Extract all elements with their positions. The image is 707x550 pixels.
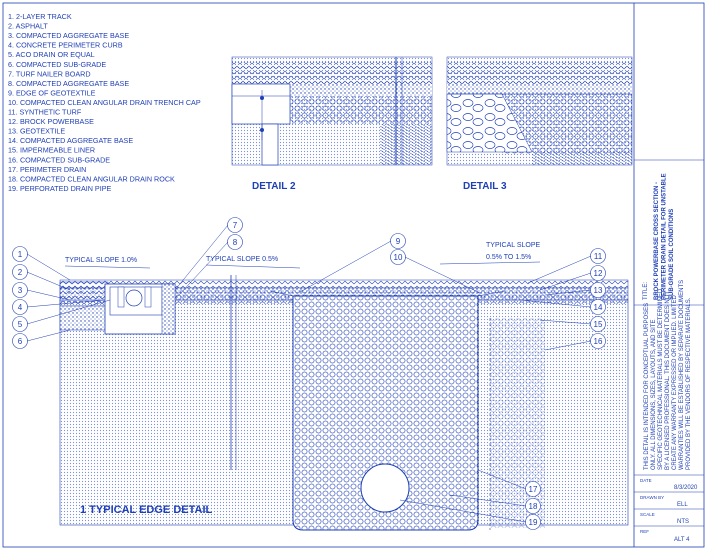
callout-number: 2 bbox=[18, 268, 23, 277]
callout-number: 7 bbox=[233, 221, 238, 230]
callout-number: 5 bbox=[18, 320, 23, 329]
ref-label: REF bbox=[640, 529, 649, 534]
callout-6: 6 bbox=[12, 329, 71, 349]
legend-item: 19. PERFORATED DRAIN PIPE bbox=[8, 184, 112, 193]
slope-label-c2: 0.5% TO 1.5% bbox=[486, 254, 531, 261]
callout-9: 9 bbox=[299, 233, 406, 293]
title-block: TITLE: BROCK POWERBASE CROSS SECTION -PE… bbox=[634, 159, 704, 543]
disclaimer: THIS DETAIL IS INTENDED FOR CONCEPTUAL P… bbox=[644, 280, 692, 470]
slope-label-b: TYPICAL SLOPE 0.5% bbox=[206, 256, 278, 263]
callout-number: 12 bbox=[594, 269, 603, 278]
legend-item: 6. COMPACTED SUB-GRADE bbox=[8, 60, 106, 69]
callout-1: 1 bbox=[12, 246, 71, 281]
legend-item: 2. ASPHALT bbox=[8, 22, 48, 31]
callout-number: 18 bbox=[529, 502, 538, 511]
legend-item: 15. IMPERMEABLE LINER bbox=[8, 146, 95, 155]
detail-2-label: DETAIL 2 bbox=[252, 181, 296, 192]
typical-edge-detail bbox=[59, 275, 629, 531]
detail-3-label: DETAIL 3 bbox=[463, 181, 507, 192]
callout-number: 6 bbox=[18, 337, 23, 346]
slope-label-a: TYPICAL SLOPE 1.0% bbox=[65, 257, 137, 264]
callout-14: 14 bbox=[519, 299, 606, 315]
callout-11: 11 bbox=[527, 248, 606, 284]
callout-17: 17 bbox=[477, 469, 541, 497]
legend-item: 12. BROCK POWERBASE bbox=[8, 117, 94, 126]
callout-number: 4 bbox=[18, 303, 23, 312]
legend-item: 16. COMPACTED SUB-GRADE bbox=[8, 155, 110, 164]
detail-3: DETAIL 3 bbox=[446, 56, 633, 192]
date-label: DATE bbox=[640, 478, 652, 483]
callout-15: 15 bbox=[539, 316, 606, 332]
callout-16: 16 bbox=[544, 333, 606, 351]
callout-number: 9 bbox=[396, 237, 401, 246]
callout-10: 10 bbox=[390, 249, 481, 294]
main-detail-label: 1 TYPICAL EDGE DETAIL bbox=[80, 504, 213, 516]
callout-number: 16 bbox=[594, 337, 603, 346]
callout-19: 19 bbox=[399, 499, 541, 530]
legend-item: 3. COMPACTED AGGREGATE BASE bbox=[8, 31, 129, 40]
legend-item: 11. SYNTHETIC TURF bbox=[8, 108, 82, 117]
callout-18: 18 bbox=[449, 494, 541, 514]
callout-number: 17 bbox=[529, 485, 538, 494]
callout-number: 14 bbox=[594, 303, 603, 312]
callout-3: 3 bbox=[12, 282, 71, 301]
callout-5: 5 bbox=[12, 299, 111, 332]
scale-label: SCALE bbox=[640, 512, 655, 517]
legend-item: 8. COMPACTED AGGREGATE BASE bbox=[8, 79, 129, 88]
callout-8: 8 bbox=[177, 234, 243, 297]
drawn-value: ELL bbox=[677, 502, 688, 508]
title-text: BROCK POWERBASE CROSS SECTION -PERIMETER… bbox=[654, 173, 675, 300]
callout-number: 10 bbox=[394, 253, 403, 262]
drawn-label: DRAWN BY bbox=[640, 495, 664, 500]
date-value: 8/3/2020 bbox=[674, 485, 698, 491]
callout-12: 12 bbox=[539, 265, 606, 291]
legend-item: 1. 2-LAYER TRACK bbox=[8, 12, 72, 21]
callout-13: 13 bbox=[544, 282, 606, 298]
callout-number: 11 bbox=[594, 252, 603, 261]
callout-number: 8 bbox=[233, 238, 238, 247]
detail-2: DETAIL 2 bbox=[231, 56, 433, 192]
scale-value: NTS bbox=[677, 519, 689, 525]
callout-number: 15 bbox=[594, 320, 603, 329]
legend-item: 5. ACO DRAIN OR EQUAL bbox=[8, 50, 95, 59]
callout-number: 1 bbox=[18, 250, 23, 259]
callout-2: 2 bbox=[12, 264, 71, 291]
callout-number: 13 bbox=[594, 286, 603, 295]
legend-item: 7. TURF NAILER BOARD bbox=[8, 69, 91, 78]
legend-item: 17. PERIMETER DRAIN bbox=[8, 165, 86, 174]
ref-value: ALT 4 bbox=[674, 537, 690, 543]
legend-item: 18. COMPACTED CLEAN ANGULAR DRAIN ROCK bbox=[8, 174, 175, 183]
legend-item: 9. EDGE OF GEOTEXTILE bbox=[8, 88, 96, 97]
legend-item: 4. CONCRETE PERIMETER CURB bbox=[8, 41, 123, 50]
callout-number: 19 bbox=[529, 518, 538, 527]
callout-7: 7 bbox=[174, 217, 243, 291]
callout-4: 4 bbox=[12, 299, 106, 315]
legend-item: 14. COMPACTED AGGREGATE BASE bbox=[8, 136, 133, 145]
legend-item: 10. COMPACTED CLEAN ANGULAR DRAIN TRENCH… bbox=[8, 98, 201, 107]
callout-number: 3 bbox=[18, 286, 23, 295]
title-label: TITLE: bbox=[643, 282, 649, 300]
legend-item: 13. GEOTEXTILE bbox=[8, 127, 65, 136]
slope-label-c1: TYPICAL SLOPE bbox=[486, 242, 541, 249]
